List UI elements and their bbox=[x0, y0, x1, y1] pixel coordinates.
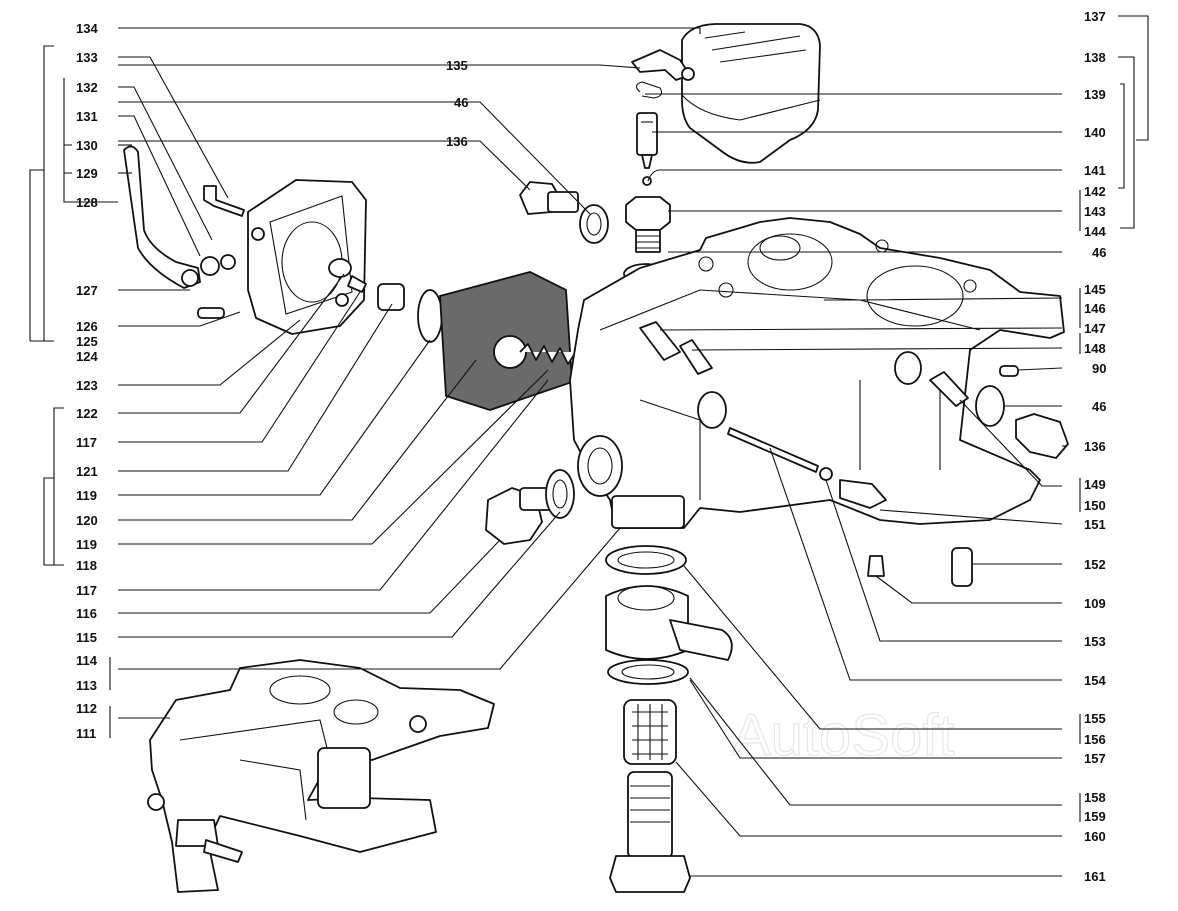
label-116: 116 bbox=[76, 606, 97, 621]
label-157: 157 bbox=[1084, 751, 1106, 766]
label-155: 155 bbox=[1084, 711, 1106, 726]
label-150: 150 bbox=[1084, 498, 1106, 513]
pump-spring bbox=[519, 343, 577, 365]
washer-153 bbox=[819, 467, 833, 481]
pump-lever bbox=[123, 145, 236, 289]
label-151: 151 bbox=[1084, 517, 1106, 532]
label-118: 118 bbox=[76, 558, 97, 573]
parts-drawing bbox=[123, 23, 1069, 893]
label-131: 131 bbox=[76, 109, 98, 124]
screw-right bbox=[929, 371, 969, 407]
label-115: 115 bbox=[76, 630, 97, 645]
label-156: 156 bbox=[1084, 732, 1106, 747]
label-113: 113 bbox=[76, 678, 97, 693]
label-112: 112 bbox=[76, 701, 97, 716]
label-148: 148 bbox=[1084, 341, 1106, 356]
carburetor-body bbox=[569, 217, 1065, 529]
fuel-inlet-stack bbox=[605, 545, 733, 893]
label-145: 145 bbox=[1084, 282, 1106, 297]
label-121: 121 bbox=[76, 464, 98, 479]
label-135: 135 bbox=[446, 58, 468, 73]
label-138: 138 bbox=[1084, 50, 1106, 65]
label-140: 140 bbox=[1084, 125, 1106, 140]
label-160: 160 bbox=[1084, 829, 1106, 844]
label-158: 158 bbox=[1084, 790, 1106, 805]
label-128: 128 bbox=[76, 195, 98, 210]
pump-cover bbox=[247, 179, 367, 335]
washer-115 bbox=[545, 469, 575, 519]
label-146: 146 bbox=[1084, 301, 1106, 316]
label-109: 109 bbox=[1084, 596, 1106, 611]
label-154: 154 bbox=[1084, 673, 1106, 688]
label-133: 133 bbox=[76, 50, 98, 65]
label-126: 126 bbox=[76, 319, 98, 334]
label-152: 152 bbox=[1084, 557, 1106, 572]
label-117-upper: 117 bbox=[76, 435, 97, 450]
label-153: 153 bbox=[1084, 634, 1106, 649]
label-136-right: 136 bbox=[1084, 439, 1106, 454]
label-159: 159 bbox=[1084, 809, 1106, 824]
label-124: 124 bbox=[76, 349, 98, 364]
label-46-top: 46 bbox=[454, 95, 468, 110]
label-141: 141 bbox=[1084, 163, 1106, 178]
label-143: 143 bbox=[1084, 204, 1106, 219]
plug-136-top bbox=[519, 181, 609, 244]
label-125: 125 bbox=[76, 334, 98, 349]
label-127: 127 bbox=[76, 283, 98, 298]
label-161: 161 bbox=[1084, 869, 1106, 884]
label-119-lower: 119 bbox=[76, 537, 97, 552]
washer-141 bbox=[642, 176, 652, 186]
label-137: 137 bbox=[1084, 9, 1106, 24]
plug-136-right bbox=[1015, 413, 1069, 459]
assembled-carburetor bbox=[147, 659, 495, 893]
rod-154 bbox=[727, 427, 819, 473]
label-111: 111 bbox=[76, 726, 96, 741]
label-123: 123 bbox=[76, 378, 98, 393]
label-114: 114 bbox=[76, 653, 98, 668]
label-130: 130 bbox=[76, 138, 98, 153]
pump-small-parts bbox=[328, 258, 443, 343]
label-144: 144 bbox=[1084, 224, 1106, 239]
pump-diaphragm bbox=[439, 271, 573, 411]
part-number-labels: 137 138 134 133 132 131 130 129 128 135 … bbox=[76, 9, 1106, 884]
sleeve-109 bbox=[867, 555, 885, 577]
needle-seat bbox=[625, 196, 671, 253]
label-46-seat: 46 bbox=[1092, 245, 1106, 260]
label-119-upper: 119 bbox=[76, 488, 97, 503]
label-46-right: 46 bbox=[1092, 399, 1106, 414]
label-120: 120 bbox=[76, 513, 98, 528]
label-129: 129 bbox=[76, 166, 98, 181]
clip bbox=[635, 81, 663, 99]
pin-126 bbox=[197, 307, 225, 319]
label-134: 134 bbox=[76, 21, 98, 36]
screw-134 bbox=[203, 185, 245, 217]
label-132: 132 bbox=[76, 80, 98, 95]
screw-150 bbox=[839, 479, 887, 509]
needle-valve bbox=[636, 112, 658, 169]
label-117-lower: 117 bbox=[76, 583, 97, 598]
label-142: 142 bbox=[1084, 184, 1106, 199]
label-147: 147 bbox=[1084, 321, 1106, 336]
label-90: 90 bbox=[1092, 361, 1106, 376]
sleeve-152 bbox=[951, 547, 973, 587]
plug-90 bbox=[999, 365, 1019, 377]
label-149: 149 bbox=[1084, 477, 1106, 492]
label-122: 122 bbox=[76, 406, 98, 421]
leader-lines bbox=[29, 15, 1149, 877]
label-139: 139 bbox=[1084, 87, 1106, 102]
screws-147-148 bbox=[639, 321, 713, 375]
washer-46-right bbox=[975, 385, 1005, 427]
float-chamber-cover bbox=[631, 23, 821, 164]
label-136-top: 136 bbox=[446, 134, 468, 149]
